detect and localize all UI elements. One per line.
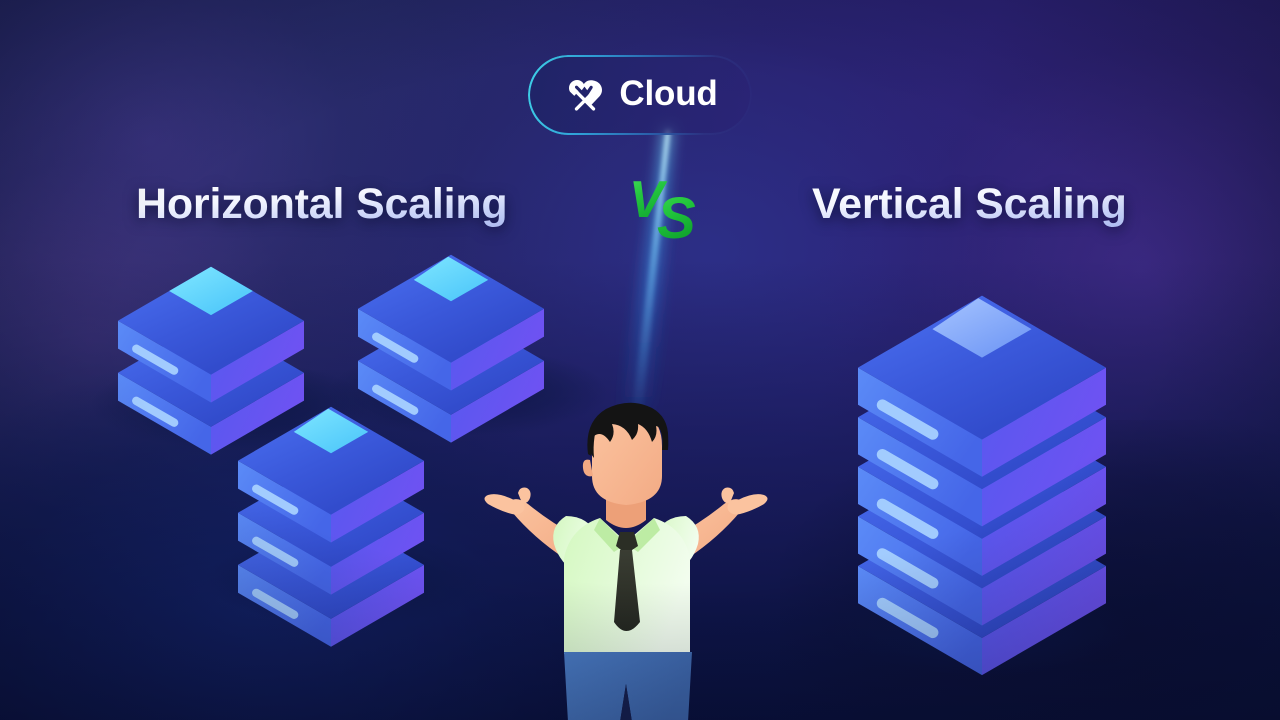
vignette-overlay xyxy=(0,0,1280,720)
infographic-canvas: Cloud Horizontal Scaling Vertical Scalin… xyxy=(0,0,1280,720)
